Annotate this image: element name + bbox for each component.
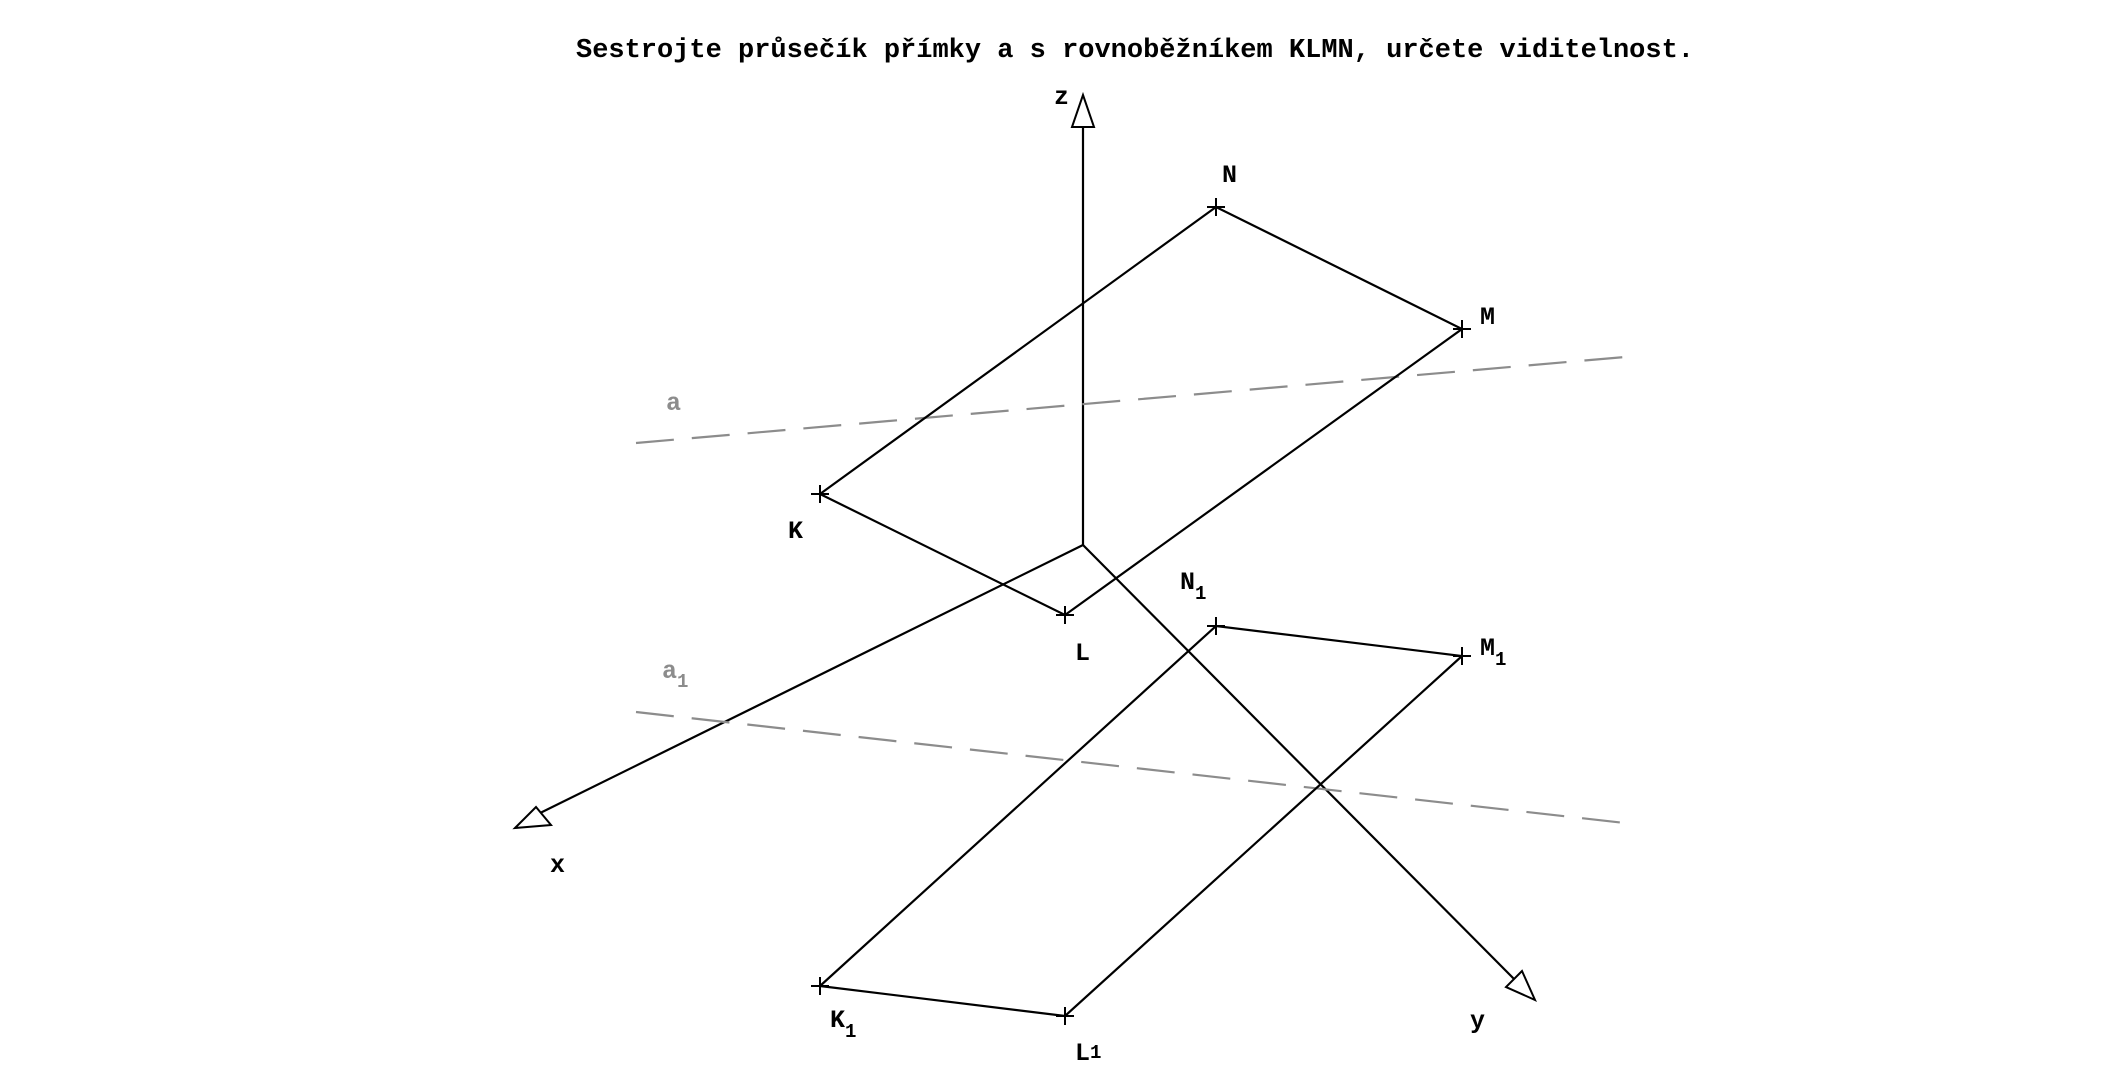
point-l1-marker — [1056, 1007, 1074, 1025]
x-axis-label: x — [550, 851, 565, 880]
parallelogram-edges — [819, 205, 1465, 617]
line-a — [635, 355, 1626, 445]
x-axis-arrowhead — [512, 805, 553, 830]
point-l1-label: L1 — [1075, 1039, 1101, 1062]
point-m1-marker — [1453, 647, 1471, 665]
point-l-marker — [1056, 606, 1074, 624]
ground-plan-edges — [819, 624, 1465, 1018]
point-m-label: M — [1480, 303, 1495, 332]
point-l-label: L — [1075, 639, 1090, 668]
point-n1-label: N1 — [1180, 568, 1206, 605]
y-axis — [1082, 544, 1521, 986]
task-title: Sestrojte průsečík přímky a s rovnoběžní… — [576, 36, 1694, 66]
line-a1-label: a1 — [662, 657, 688, 693]
point-m-marker — [1453, 320, 1471, 338]
line-a-group: a a1 — [635, 355, 1626, 825]
line-a-label: a — [666, 389, 681, 418]
parallelogram-klmn: K L M N — [788, 161, 1495, 668]
x-axis — [529, 544, 1084, 819]
y-axis-arrowhead — [1504, 969, 1537, 1002]
y-axis-label: y — [1470, 1007, 1485, 1036]
z-axis-arrowhead — [1070, 91, 1096, 128]
point-k-label: K — [788, 517, 803, 546]
point-n-label: N — [1222, 161, 1237, 190]
point-n-marker — [1207, 198, 1225, 216]
coordinate-axes: z x y — [512, 83, 1537, 1036]
z-axis-label: z — [1054, 83, 1069, 112]
point-k-marker — [811, 485, 829, 503]
point-m1-label: M1 — [1480, 634, 1506, 671]
point-k1-marker — [811, 977, 829, 995]
ground-plan-k1l1m1n1: K1 L1 M1 N1 — [811, 568, 1506, 1067]
line-a1 — [635, 710, 1626, 825]
point-n1-marker — [1207, 617, 1225, 635]
point-k1-label: K1 — [830, 1006, 856, 1043]
